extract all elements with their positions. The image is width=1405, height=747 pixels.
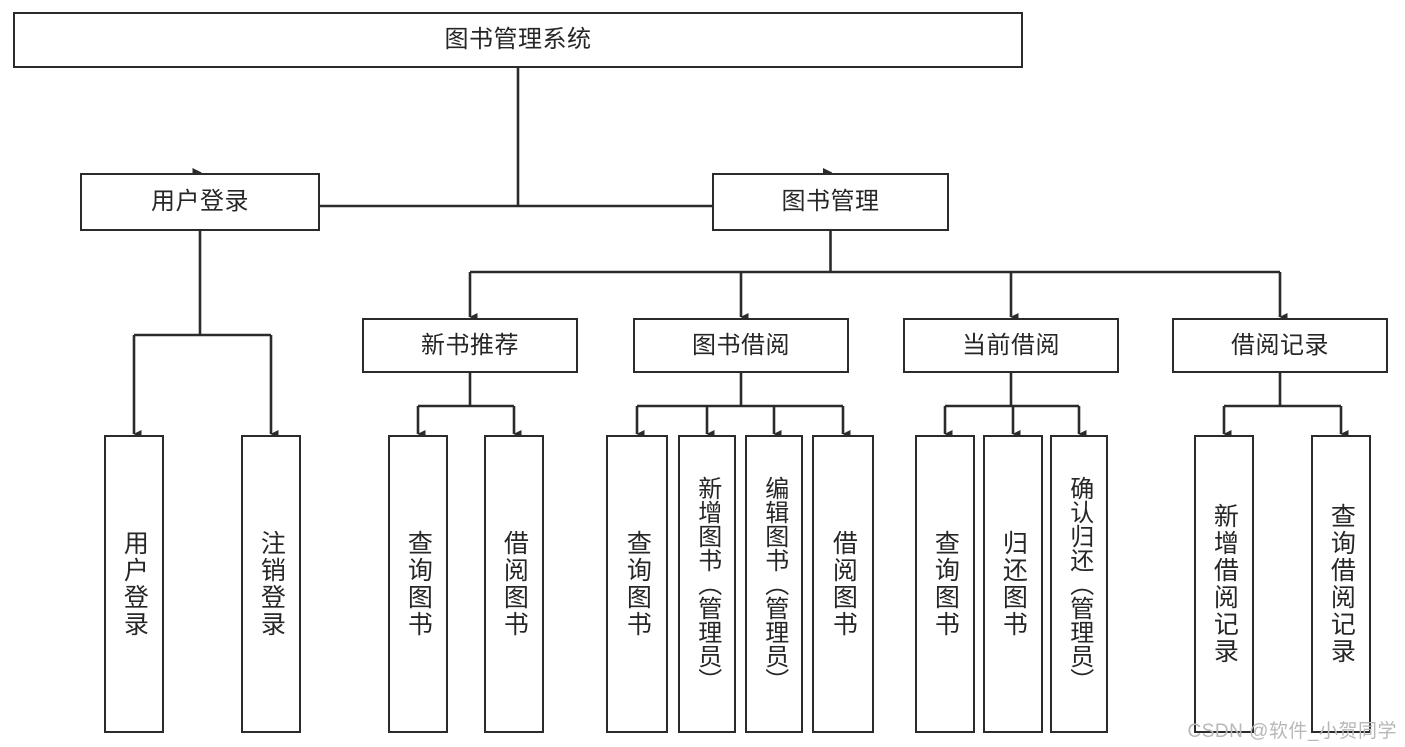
node-leaf-add-record[interactable]: 新增借阅记录 xyxy=(1194,435,1254,733)
node-label: 当前借阅 xyxy=(962,331,1060,359)
node-label: 查询借阅记录 xyxy=(1327,503,1356,665)
node-label: 图书管理系统 xyxy=(444,26,592,54)
node-user-login[interactable]: 用户登录 xyxy=(80,173,320,231)
node-label: 借阅图书 xyxy=(829,530,858,638)
node-leaf-borrow-book-2[interactable]: 借阅图书 xyxy=(812,435,874,733)
node-label: 图书借阅 xyxy=(692,331,790,359)
node-label: 用户登录 xyxy=(151,188,249,216)
node-label: 编辑图书（管理员） xyxy=(760,476,788,692)
node-label: 查询图书 xyxy=(931,530,960,638)
node-label: 借阅图书 xyxy=(500,530,529,638)
node-leaf-query-book-2[interactable]: 查询图书 xyxy=(606,435,668,733)
node-root[interactable]: 图书管理系统 xyxy=(13,12,1023,68)
node-leaf-user-logout[interactable]: 注销登录 xyxy=(241,435,301,733)
node-leaf-user-login[interactable]: 用户登录 xyxy=(104,435,164,733)
node-leaf-query-record[interactable]: 查询借阅记录 xyxy=(1311,435,1371,733)
node-book-borrow[interactable]: 图书借阅 xyxy=(633,318,849,373)
node-leaf-return-book[interactable]: 归还图书 xyxy=(983,435,1043,733)
csdn-watermark: CSDN @软件_小贺同学 xyxy=(1187,721,1397,742)
node-current-borrow[interactable]: 当前借阅 xyxy=(903,318,1119,373)
node-label: 查询图书 xyxy=(404,530,433,638)
node-label: 确认归还（管理员） xyxy=(1065,476,1093,692)
node-leaf-confirm-return[interactable]: 确认归还（管理员） xyxy=(1050,435,1108,733)
node-borrow-record[interactable]: 借阅记录 xyxy=(1172,318,1388,373)
node-leaf-borrow-book-1[interactable]: 借阅图书 xyxy=(484,435,544,733)
node-leaf-add-book[interactable]: 新增图书（管理员） xyxy=(678,435,736,733)
node-new-book-recommend[interactable]: 新书推荐 xyxy=(362,318,578,373)
node-leaf-query-book-1[interactable]: 查询图书 xyxy=(388,435,448,733)
node-label: 借阅记录 xyxy=(1231,331,1329,359)
node-label: 注销登录 xyxy=(257,530,286,638)
node-book-manage[interactable]: 图书管理 xyxy=(712,173,949,231)
node-label: 图书管理 xyxy=(781,188,880,216)
node-leaf-edit-book[interactable]: 编辑图书（管理员） xyxy=(745,435,803,733)
node-label: 查询图书 xyxy=(623,530,652,638)
node-label: 用户登录 xyxy=(120,530,149,638)
node-label: 新增图书（管理员） xyxy=(693,476,721,692)
node-label: 新书推荐 xyxy=(421,331,519,359)
node-label: 归还图书 xyxy=(999,530,1028,638)
node-label: 新增借阅记录 xyxy=(1210,503,1239,665)
node-leaf-query-book-3[interactable]: 查询图书 xyxy=(915,435,975,733)
